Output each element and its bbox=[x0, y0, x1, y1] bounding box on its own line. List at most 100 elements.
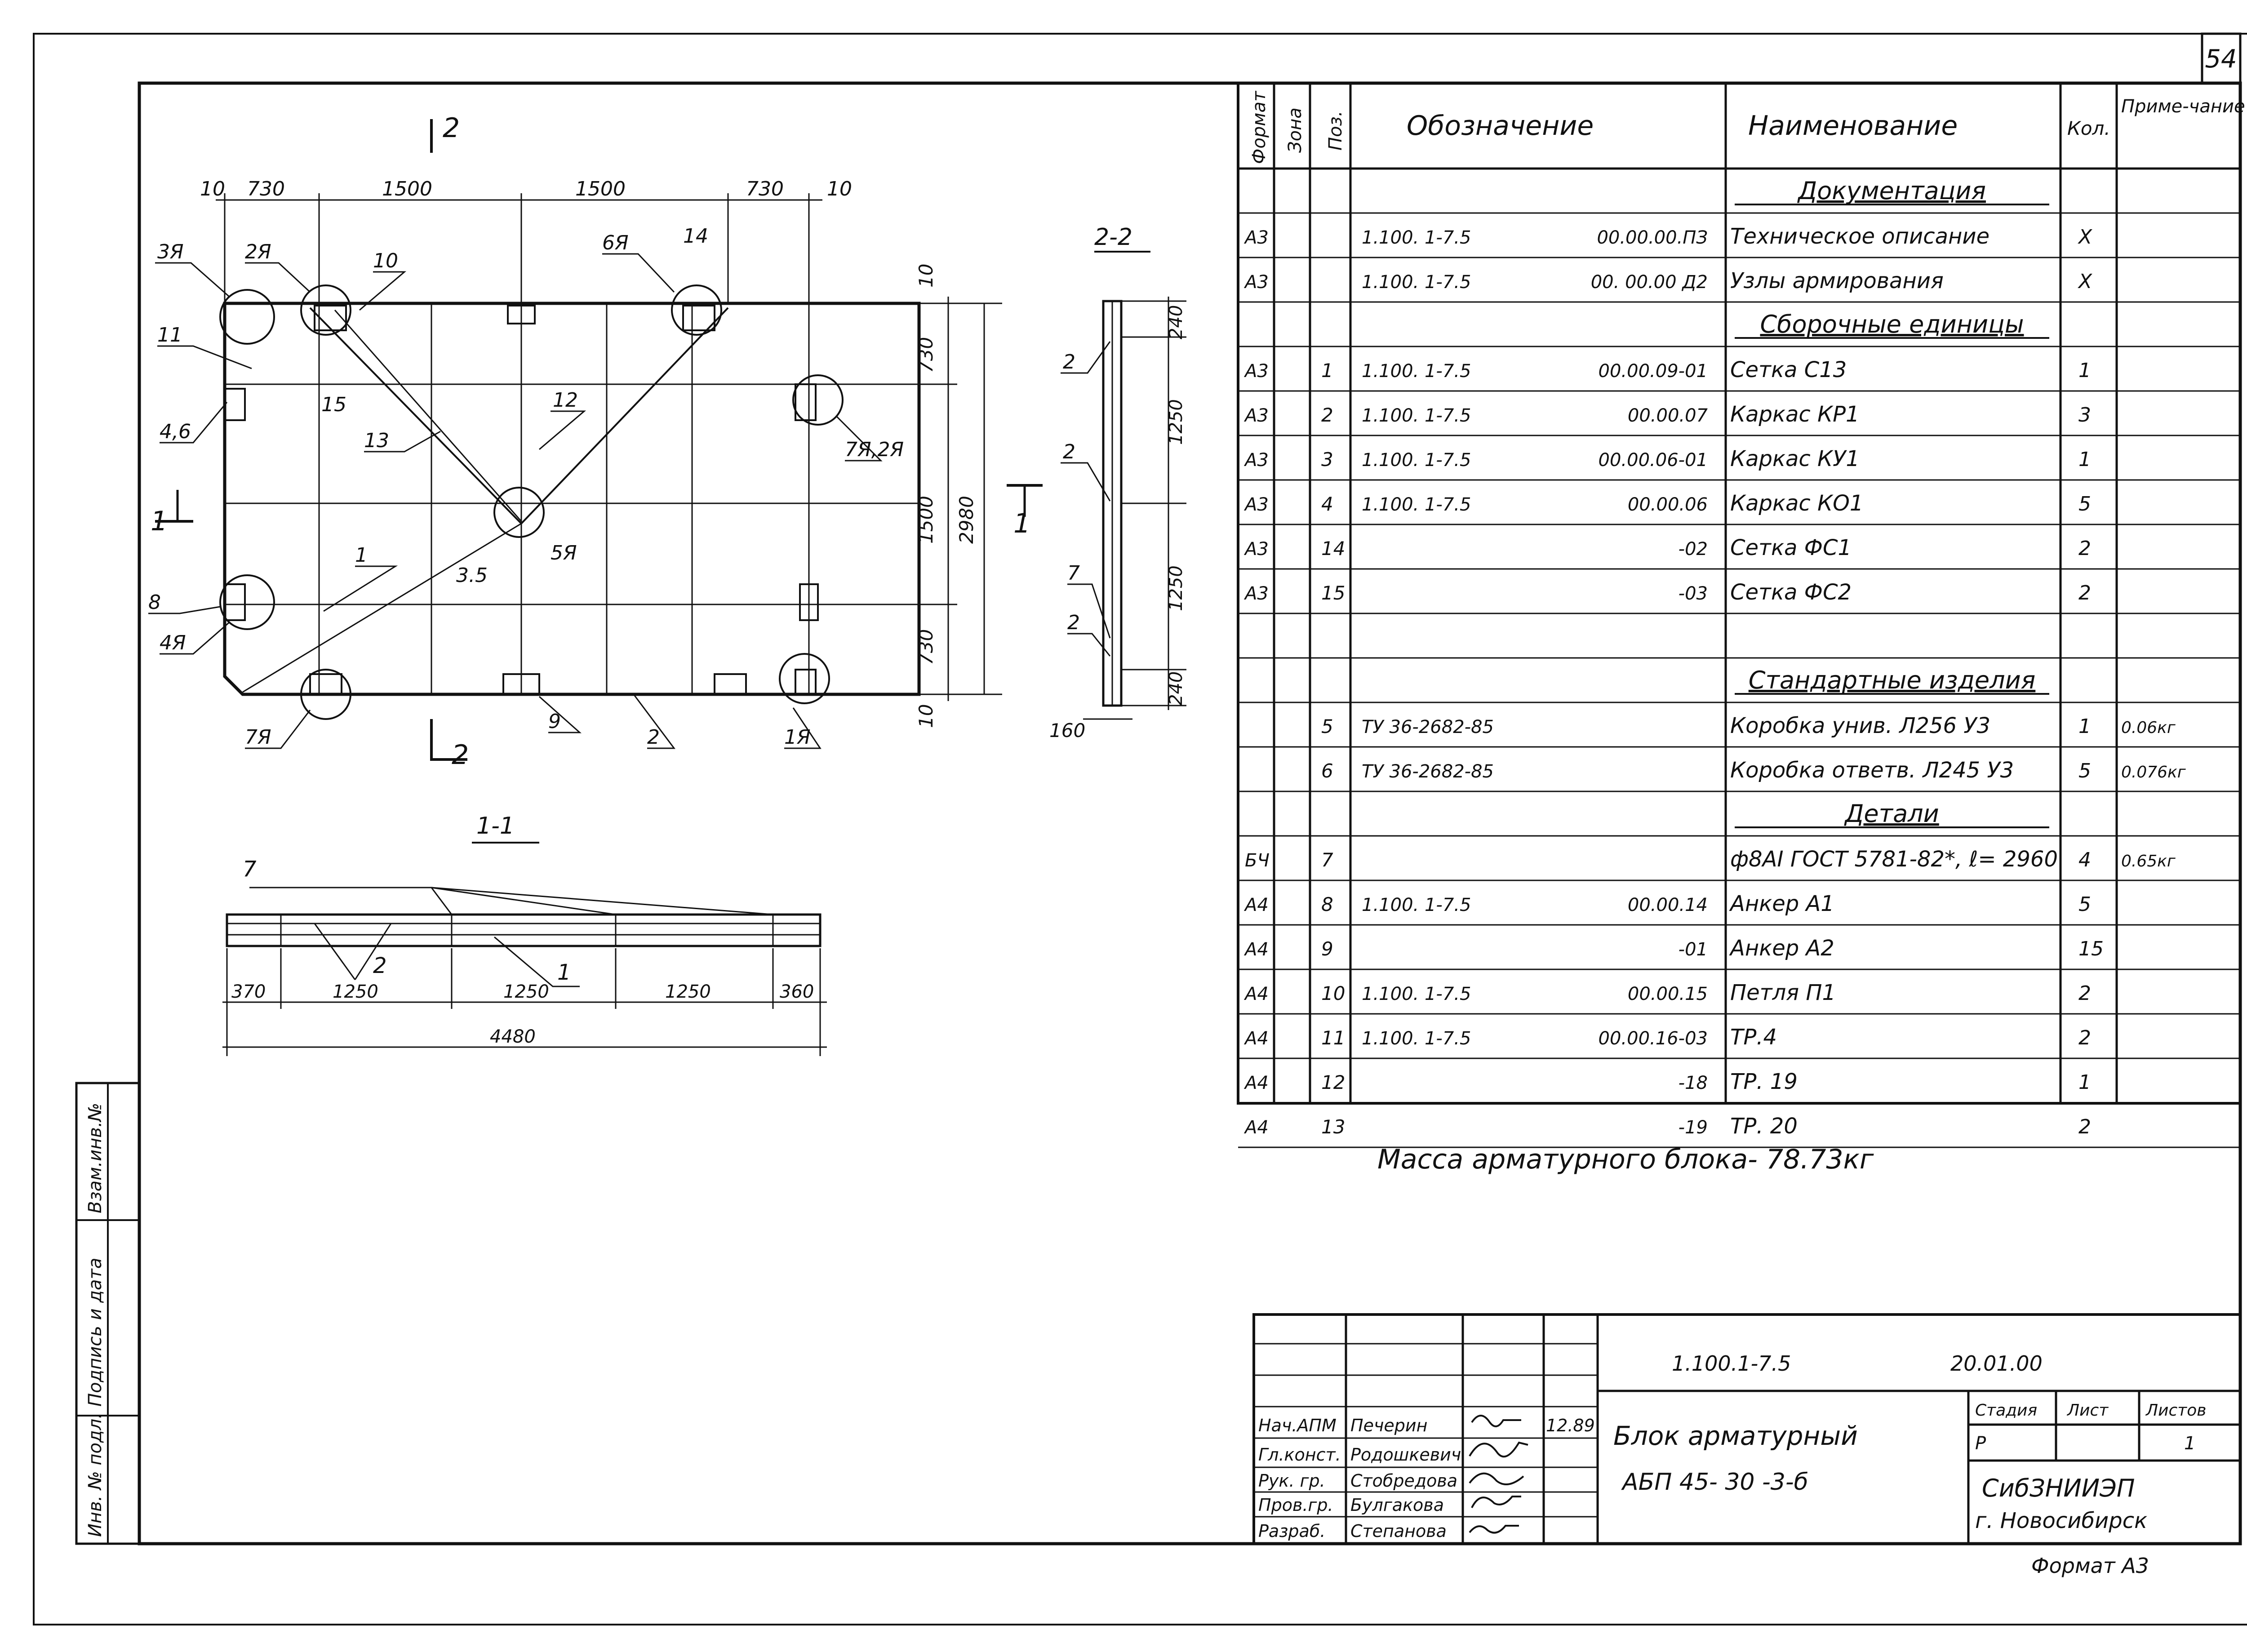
stamp-replace-inv: Взам.инв.№ bbox=[85, 1103, 106, 1213]
sec11-label-2: 2 bbox=[373, 953, 387, 978]
org-name: СибЗНИИЭП bbox=[1982, 1474, 2135, 1502]
plan-view: 10 730 1500 1500 730 10 10 730 1500 730 … bbox=[148, 112, 1043, 771]
spec-section-heading: Документация bbox=[1797, 177, 1986, 205]
sec11-dim-3: 1250 bbox=[503, 981, 549, 1002]
sig-role-3: Рук. гр. bbox=[1258, 1471, 1325, 1491]
spec-cell-format: А4 bbox=[1243, 1028, 1269, 1049]
spec-cell-qty: 5 bbox=[2078, 493, 2091, 515]
drawing-subtitle: АБП 45- 30 -3-б bbox=[1621, 1469, 1808, 1496]
spec-cell-format: А3 bbox=[1243, 227, 1269, 248]
callout-8: 8 bbox=[148, 591, 161, 614]
sheets-label: Листов bbox=[2145, 1401, 2206, 1420]
sec22-bottom-dim: 160 bbox=[1049, 719, 1085, 742]
spec-cell-qty: 2 bbox=[2078, 982, 2091, 1005]
spec-cell-pos: 13 bbox=[1321, 1116, 1345, 1138]
sec11-dim-4: 1250 bbox=[665, 981, 711, 1002]
spec-cell-pos: 6 bbox=[1321, 760, 1333, 782]
sec22-label-3: 7 bbox=[1067, 562, 1080, 585]
sheet-number: 54 bbox=[2205, 44, 2237, 74]
spec-cell-pos: 15 bbox=[1321, 582, 1345, 604]
dim-right-5: 10 bbox=[915, 704, 937, 728]
col-zone-header: Зона bbox=[1285, 107, 1306, 153]
sig-name-4: Булгакова bbox=[1350, 1495, 1444, 1515]
spec-cell-designation-suffix: 00.00.16-03 bbox=[1599, 1028, 1708, 1049]
sec22-label-1: 2 bbox=[1063, 351, 1075, 373]
callout-2: 2 bbox=[647, 726, 660, 749]
spec-cell-name: ф8АI ГОСТ 5781-82*, ℓ= 2960 bbox=[1730, 847, 2058, 872]
callout-7ya-2ya: 7Я,2Я bbox=[845, 438, 904, 461]
spec-cell-pos: 3 bbox=[1321, 449, 1333, 471]
stage-label: Стадия bbox=[1975, 1401, 2037, 1420]
sec11-dim-2: 1250 bbox=[333, 981, 378, 1002]
callout-10: 10 bbox=[373, 249, 398, 272]
spec-cell-designation-suffix: 00. 00.00 Д2 bbox=[1591, 272, 1708, 293]
callout-1ya: 1Я bbox=[784, 726, 811, 749]
spec-cell-designation-suffix: -01 bbox=[1679, 939, 1708, 960]
dim-top-2: 730 bbox=[247, 178, 285, 200]
spec-cell-format: БЧ bbox=[1245, 850, 1270, 871]
spec-cell-pos: 4 bbox=[1321, 493, 1333, 515]
spec-cell-pos: 7 bbox=[1321, 849, 1333, 871]
spec-cell-qty: Х bbox=[2078, 226, 2092, 249]
spec-cell-pos: 14 bbox=[1321, 537, 1345, 560]
spec-cell-designation-suffix: 00.00.14 bbox=[1628, 895, 1708, 915]
sec22-dim-2: 1250 bbox=[1166, 399, 1186, 445]
drawing-code-suffix: 20.01.00 bbox=[1950, 1351, 2043, 1376]
spec-cell-format: А3 bbox=[1243, 583, 1269, 604]
sec22-label-2: 2 bbox=[1063, 440, 1075, 463]
dim-right-3: 1500 bbox=[915, 496, 937, 544]
sheet-label: Лист bbox=[2066, 1401, 2109, 1420]
sig-name-5: Степанова bbox=[1350, 1521, 1447, 1541]
spec-cell-designation-suffix: 00.00.00.ПЗ bbox=[1597, 227, 1708, 248]
outer-border bbox=[33, 33, 2247, 1625]
section-mark-left: 1 bbox=[151, 506, 168, 537]
spec-cell-name: Техническое описание bbox=[1730, 224, 1989, 249]
spec-cell-pos: 2 bbox=[1321, 404, 1333, 426]
callout-4-6: 4,6 bbox=[160, 420, 191, 443]
spec-cell-pos: 1 bbox=[1321, 360, 1333, 382]
section-2-2-title: 2-2 bbox=[1094, 224, 1132, 251]
spec-cell-note: 0.06кг bbox=[2121, 719, 2176, 737]
spec-cell-name: Анкер А1 bbox=[1729, 891, 1834, 916]
spec-cell-format: А3 bbox=[1243, 361, 1269, 382]
col-designation-header: Обозначение bbox=[1407, 110, 1594, 142]
sig-date-1: 12.89 bbox=[1546, 1416, 1595, 1435]
spec-cell-designation-suffix: -19 bbox=[1679, 1117, 1708, 1138]
sig-role-1: Нач.АПМ bbox=[1258, 1416, 1337, 1435]
sec11-dim-1: 370 bbox=[231, 981, 266, 1002]
spec-cell-designation: 1.100. 1-7.5 bbox=[1362, 361, 1471, 382]
spec-cell-name: Коробка унив. Л256 У3 bbox=[1730, 713, 1990, 738]
sig-role-5: Разраб. bbox=[1258, 1521, 1325, 1541]
spec-cell-note: 0.076кг bbox=[2121, 763, 2186, 782]
spec-cell-designation: 1.100. 1-7.5 bbox=[1362, 1028, 1471, 1049]
sig-name-1: Печерин bbox=[1350, 1416, 1427, 1435]
spec-cell-pos: 11 bbox=[1321, 1027, 1345, 1049]
mass-note: Масса арматурного блока- 78.73кг bbox=[1377, 1144, 1874, 1175]
spec-cell-designation: ТУ 36-2682-85 bbox=[1362, 717, 1494, 737]
dim-right-2: 730 bbox=[915, 337, 937, 373]
sig-role-4: Пров.гр. bbox=[1258, 1495, 1333, 1515]
spec-cell-designation: 1.100. 1-7.5 bbox=[1362, 494, 1471, 515]
section-mark-right: 1 bbox=[1013, 508, 1030, 539]
spec-cell-format: А4 bbox=[1243, 1117, 1269, 1138]
handwritten-signatures bbox=[1469, 1415, 1528, 1534]
spec-cell-designation: 1.100. 1-7.5 bbox=[1362, 984, 1471, 1004]
callout-15: 15 bbox=[321, 393, 346, 416]
title-block: 1.100.1-7.5 20.01.00 Блок арматурный АБП… bbox=[1252, 1313, 2242, 1545]
col-name-header: Наименование bbox=[1748, 110, 1958, 142]
spec-cell-name: Сетка С13 bbox=[1730, 357, 1847, 382]
spec-cell-designation-suffix: -02 bbox=[1679, 539, 1708, 560]
sec22-dim-4: 240 bbox=[1166, 671, 1186, 706]
spec-cell-pos: 10 bbox=[1321, 982, 1345, 1004]
spec-cell-qty: 2 bbox=[2078, 1026, 2091, 1049]
spec-cell-format: А4 bbox=[1243, 984, 1269, 1004]
section-1-1-title: 1-1 bbox=[476, 813, 515, 839]
stamp-inv-no: Инв. № подл. bbox=[85, 1413, 106, 1537]
spec-cell-designation: 1.100. 1-7.5 bbox=[1362, 227, 1471, 248]
spec-cell-qty: 5 bbox=[2078, 893, 2091, 916]
spec-cell-designation-suffix: 00.00.06 bbox=[1628, 494, 1708, 515]
panel-outline bbox=[223, 302, 921, 696]
col-note-header: Приме-чание bbox=[2121, 96, 2245, 117]
spec-cell-qty: 1 bbox=[2078, 448, 2091, 471]
callout-3ya: 3Я bbox=[157, 240, 184, 263]
